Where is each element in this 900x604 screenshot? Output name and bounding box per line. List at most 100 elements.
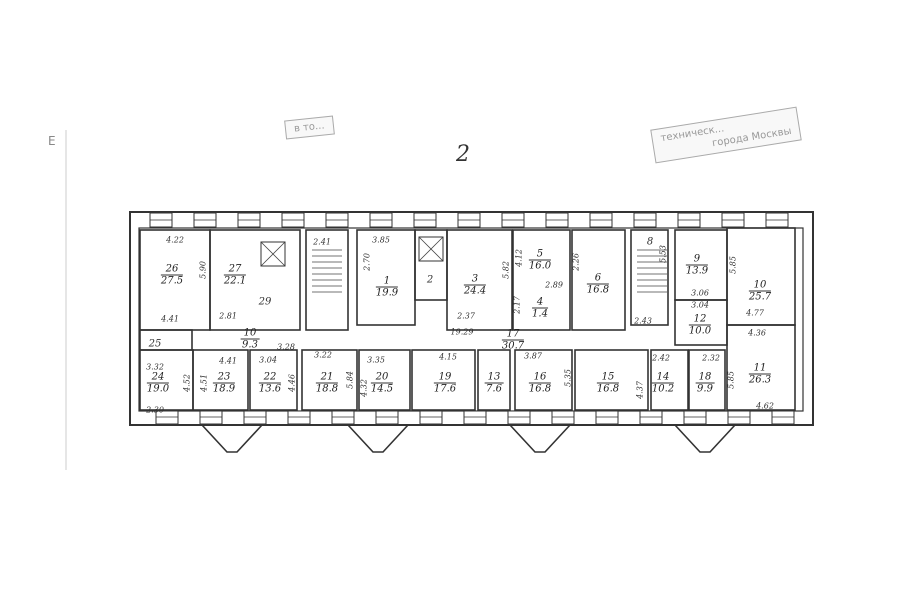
dimension-label: 2.17 (512, 296, 522, 314)
dimension-label: 4.22 (166, 235, 184, 245)
room-area: 10.0 (688, 325, 712, 337)
room-area: 7.6 (486, 383, 502, 395)
window (155, 410, 179, 425)
room-number: 3 (463, 274, 487, 286)
room-area: 18.8 (315, 383, 339, 395)
dimension-label: 3.06 (691, 288, 709, 298)
dimension-label: 3.22 (314, 350, 332, 360)
room-area: 16.8 (586, 284, 610, 296)
room-area: 9.3 (242, 339, 258, 351)
room-wall (571, 229, 626, 331)
room-wall (514, 349, 573, 411)
room-area: 24.4 (463, 285, 487, 297)
room-number: 21 (315, 372, 339, 384)
room-area: 16.8 (596, 383, 620, 395)
window (727, 410, 751, 425)
dimension-label: 3.85 (372, 235, 390, 245)
window (463, 410, 487, 425)
room-wall (512, 229, 571, 331)
dimension-label: 5.85 (728, 256, 738, 274)
bay-window (674, 424, 736, 453)
window (199, 410, 223, 425)
room-number: 22 (258, 372, 282, 384)
dimension-label: 4.37 (635, 381, 645, 399)
window (771, 410, 795, 425)
room-number: 23 (212, 372, 236, 384)
room-wall (139, 329, 193, 351)
room-area: 25.7 (748, 291, 772, 303)
room-number: 9 (685, 254, 709, 266)
outer-wall (129, 211, 814, 426)
room-area: 30.7 (501, 340, 525, 352)
room-wall (477, 349, 511, 411)
room-area: 22.1 (223, 275, 247, 287)
room-number: 18 (695, 372, 715, 384)
plan-mark: 29 (258, 296, 272, 308)
dimension-label: 19.29 (450, 327, 474, 337)
room-number: 11 (748, 363, 772, 375)
dimension-label: 2.81 (219, 311, 237, 321)
window (551, 410, 575, 425)
window (639, 410, 663, 425)
room-wall (414, 229, 448, 301)
room-area: 13.6 (258, 383, 282, 395)
dimension-label: 2.70 (362, 253, 372, 271)
room-number: 26 (160, 264, 184, 276)
room-number: 24 (146, 372, 170, 384)
dimension-label: 2.89 (545, 280, 563, 290)
room-number: 17 (501, 329, 525, 341)
room-wall (688, 349, 726, 411)
dimension-label: 3.28 (277, 342, 295, 352)
bay-window (201, 424, 263, 453)
dimension-label: 5.90 (198, 261, 208, 279)
room-number: 6 (586, 273, 610, 285)
dimension-label: 3.04 (691, 300, 709, 310)
room-wall (209, 229, 301, 331)
room-number: 5 (528, 249, 552, 261)
dimension-label: 5.85 (726, 371, 736, 389)
dimension-label: 4.15 (439, 352, 457, 362)
room-area: 13.9 (685, 265, 709, 277)
window (683, 410, 707, 425)
bay-window (509, 424, 571, 453)
dimension-label: 3.87 (524, 351, 542, 361)
room-number: 27 (223, 264, 247, 276)
window (419, 410, 443, 425)
room-area: 27.5 (160, 275, 184, 287)
room-area: 14.5 (370, 383, 394, 395)
room-number: 4 (532, 297, 548, 309)
room-wall (249, 349, 298, 411)
room-area: 17.6 (433, 383, 457, 395)
room-number: 1 (375, 276, 399, 288)
page-number: 2 (456, 142, 470, 167)
dimension-label: 3.35 (367, 355, 385, 365)
room-area: 19.0 (146, 383, 170, 395)
lift-cross (418, 236, 444, 262)
dimension-label: 2.30 (146, 405, 164, 415)
plan-mark: 25 (148, 338, 162, 350)
lift-cross (260, 241, 286, 267)
room-wall (574, 349, 649, 411)
window (287, 410, 311, 425)
room-area: 1.4 (532, 308, 548, 320)
dimension-label: 2.41 (313, 237, 331, 247)
room-wall (446, 229, 513, 331)
lift-shaft (418, 236, 444, 262)
dimension-label: 4.41 (219, 356, 237, 366)
dimension-label: 4.46 (287, 374, 297, 392)
room-number: 19 (433, 372, 457, 384)
